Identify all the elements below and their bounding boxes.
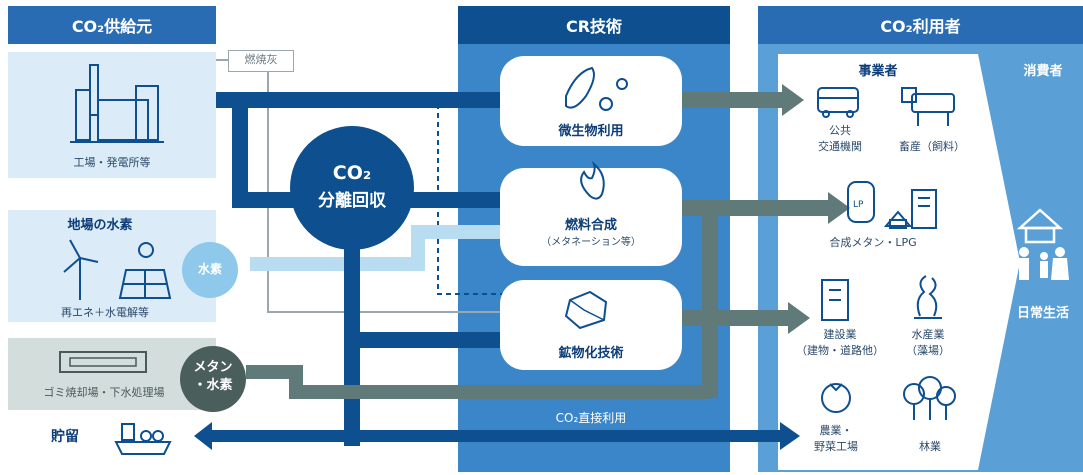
h2-bubble bbox=[182, 242, 238, 298]
methane-line2: ・水素 bbox=[193, 378, 233, 393]
users-header-bar bbox=[758, 6, 1083, 44]
methane-bubble bbox=[180, 346, 246, 412]
co2-capture-line1: CO₂ bbox=[332, 162, 372, 184]
consumer-title: 消費者 bbox=[1023, 64, 1063, 79]
tech-card-fuel bbox=[500, 168, 682, 266]
forestry-label: 林業 bbox=[919, 440, 941, 453]
construction-1: 建設業 bbox=[823, 328, 857, 341]
supplier-header: CO₂供給元 bbox=[71, 17, 153, 36]
cr-header: CR技術 bbox=[565, 17, 623, 36]
direct-use-label: CO₂直接利用 bbox=[555, 411, 627, 425]
ash-label: 燃焼灰 bbox=[244, 53, 278, 66]
daily-life-label: 日常生活 bbox=[1016, 306, 1069, 321]
synthetic-fuel-label: 合成メタン・LPG bbox=[829, 236, 917, 249]
ash-box bbox=[228, 50, 294, 72]
tech-micro-label: 微生物利用 bbox=[558, 124, 624, 139]
methane-line1: メタン bbox=[193, 360, 233, 375]
local-h2-sub: 再エネ＋水電解等 bbox=[61, 306, 149, 319]
fishery-1: 水産業 bbox=[911, 328, 945, 341]
agriculture-2: 野菜工場 bbox=[814, 440, 858, 453]
factory-label: 工場・発電所等 bbox=[73, 156, 151, 169]
supplier-header-bar bbox=[8, 6, 216, 44]
storage-label: 貯留 bbox=[51, 429, 79, 445]
public-transport-1: 公共 bbox=[829, 124, 851, 137]
tech-card-micro bbox=[500, 56, 682, 146]
business-title: 事業者 bbox=[858, 64, 898, 79]
co2-capture-line2: 分離回収 bbox=[318, 191, 386, 211]
local-h2-title: 地場の水素 bbox=[67, 218, 133, 233]
construction-2: （建物・道路他） bbox=[796, 344, 884, 357]
co2-capture-circle bbox=[290, 126, 414, 250]
waste-label: ゴミ焼却場・下水処理場 bbox=[43, 386, 165, 399]
agriculture-1: 農業・ bbox=[819, 424, 853, 437]
tech-mineral-label: 鉱物化技術 bbox=[558, 346, 624, 361]
svg-text:LP: LP bbox=[853, 200, 864, 210]
tech-fuel-sub: （メタネーション等） bbox=[541, 237, 641, 248]
cr-header-bar bbox=[458, 6, 730, 44]
tech-fuel-label: 燃料合成 bbox=[564, 218, 617, 233]
fishery-2: （藻場） bbox=[906, 344, 950, 357]
livestock-label: 畜産（飼料） bbox=[899, 140, 965, 153]
h2-bubble-label: 水素 bbox=[197, 262, 222, 276]
users-header: CO₂利用者 bbox=[880, 17, 961, 36]
public-transport-2: 交通機関 bbox=[818, 140, 862, 153]
local-h2-panel bbox=[8, 210, 216, 322]
factory-panel bbox=[8, 52, 216, 178]
